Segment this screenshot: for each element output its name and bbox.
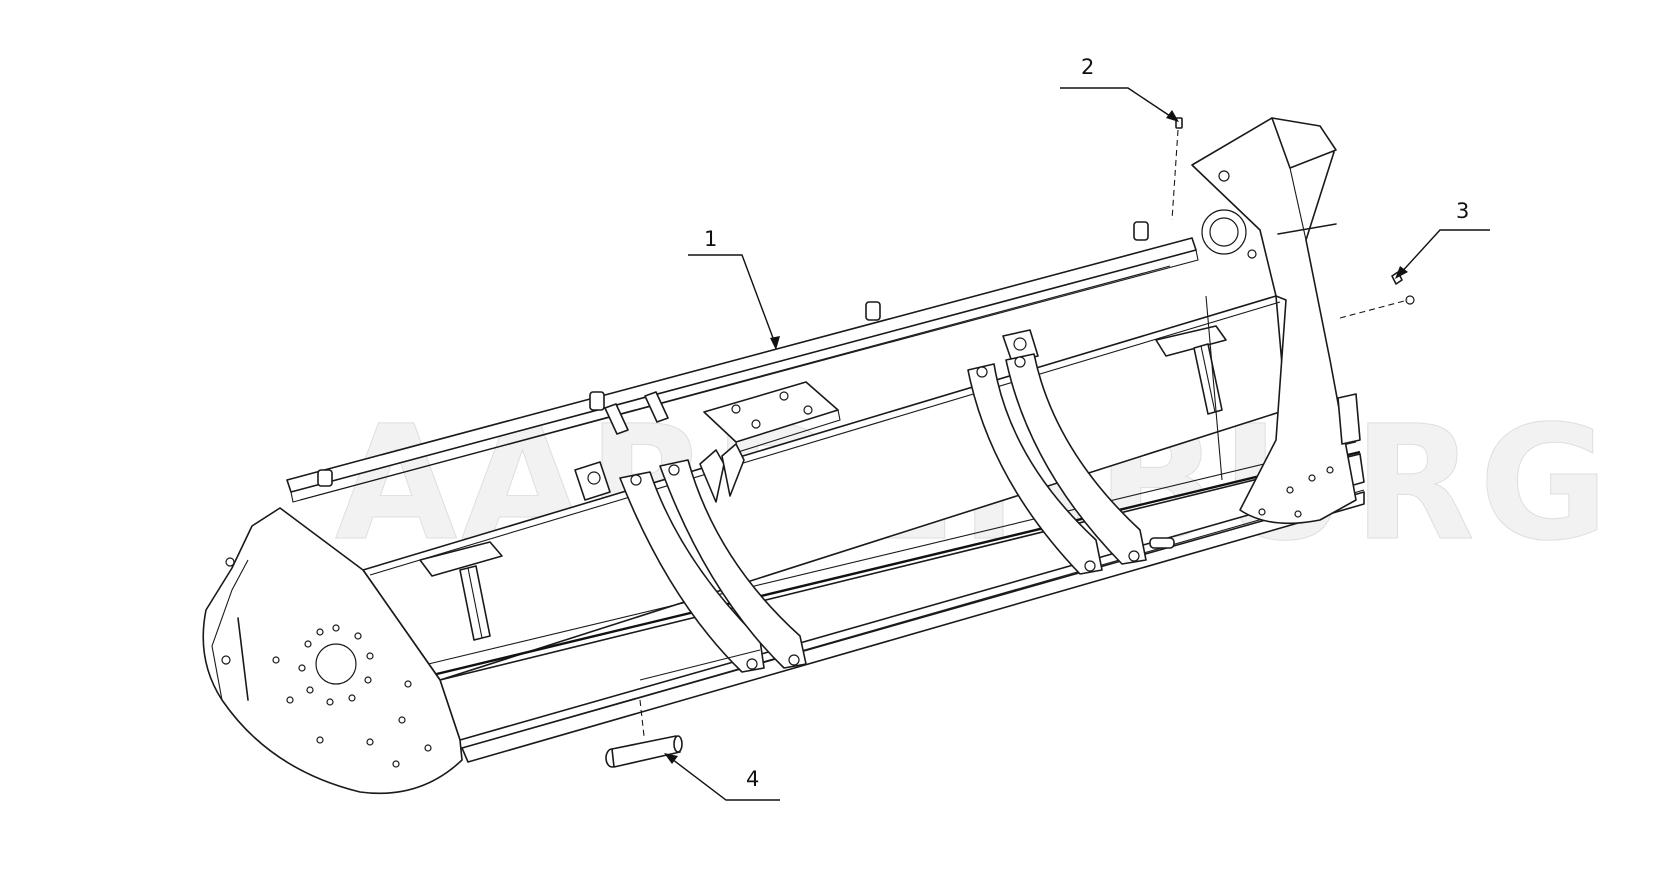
part-4-pin [605, 699, 683, 768]
callout-1-label: 1 [704, 227, 717, 251]
rail-brackets [317, 221, 1149, 487]
left-end-plate [202, 507, 463, 795]
callout-3-label: 3 [1456, 199, 1469, 223]
main-frame [202, 117, 1365, 795]
part-3-bolt-nut [1339, 271, 1415, 319]
right-end-plate [1191, 117, 1361, 525]
callout-2: 2 [1060, 55, 1179, 122]
mounting-plate [703, 381, 841, 453]
callout-1: 1 [688, 227, 780, 350]
part-2-bolt [1171, 117, 1183, 221]
callout-2-label: 2 [1081, 55, 1094, 79]
callout-3: 3 [1395, 199, 1490, 279]
callout-4-label: 4 [746, 767, 759, 791]
t-support-left [419, 541, 503, 641]
left-hitch-arms [619, 443, 807, 681]
right-hitch-arms [967, 353, 1175, 575]
callout-4: 4 [664, 753, 780, 801]
bolt-circle-holes [272, 624, 432, 768]
